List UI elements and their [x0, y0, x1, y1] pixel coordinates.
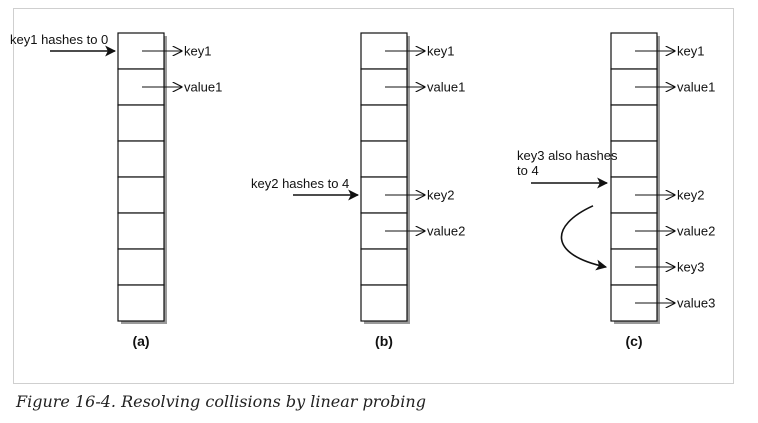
probe-arrow — [560, 205, 608, 271]
entry-label: key3 — [677, 260, 704, 275]
hash-table-panel: key1 value1 key2 value2 key3 value3 key3 also … — [517, 32, 715, 349]
table-slot — [117, 140, 165, 178]
hash-table-panel: key1 value1 key2 value2 key2 hashes to 4 (b) — [251, 32, 465, 349]
entry-label: key1 — [427, 44, 454, 59]
table-slot — [360, 140, 408, 178]
entry-label: value2 — [677, 224, 715, 239]
entry-label: value2 — [427, 224, 465, 239]
entry-label: key2 — [677, 188, 704, 203]
table-slot — [117, 284, 165, 322]
entry-label: key1 — [677, 44, 704, 59]
hash-table-panel: key1 value1 key1 hashes to 0 (a) — [10, 32, 222, 349]
table-slot — [360, 248, 408, 286]
entry-label: value1 — [427, 80, 465, 95]
incoming-hash-label: key2 hashes to 4 — [251, 176, 349, 191]
entry-label: key2 — [427, 188, 454, 203]
panel-label: (c) — [625, 333, 642, 349]
table-slot — [610, 140, 658, 178]
table-slot — [117, 248, 165, 286]
table-slot — [360, 104, 408, 142]
incoming-hash-label: key1 hashes to 0 — [10, 32, 108, 47]
figure-caption: Figure 16-4. Resolving collisions by lin… — [16, 392, 426, 411]
incoming-hash-label: key3 also hashes — [517, 148, 618, 163]
entry-label: key1 — [184, 44, 211, 59]
figure-frame — [13, 8, 734, 384]
table-slot — [117, 176, 165, 214]
panel-label: (b) — [375, 333, 393, 349]
entry-label: value3 — [677, 296, 715, 311]
table-slot — [117, 104, 165, 142]
table-slot — [117, 212, 165, 250]
entry-label: value1 — [677, 80, 715, 95]
table-slot — [360, 284, 408, 322]
panel-label: (a) — [132, 333, 149, 349]
table-slot — [610, 104, 658, 142]
entry-label: value1 — [184, 80, 222, 95]
incoming-hash-label: to 4 — [517, 163, 539, 178]
